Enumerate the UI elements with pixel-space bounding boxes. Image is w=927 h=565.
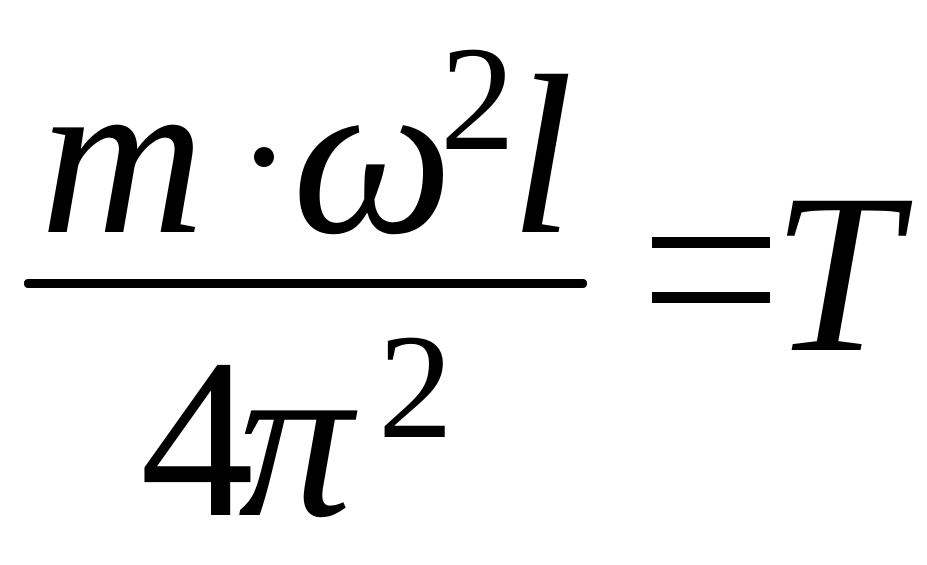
mass-symbol: m <box>40 30 205 282</box>
equals-sign-bottom-bar <box>652 292 770 303</box>
tension-symbol: T <box>772 148 899 400</box>
equals-sign-top-bar <box>652 237 770 248</box>
pi-exponent: 2 <box>378 304 453 470</box>
fraction-bar <box>24 279 587 288</box>
omega-exponent: 2 <box>440 16 515 182</box>
length-symbol: l <box>510 30 574 282</box>
omega-symbol: ω <box>292 30 453 282</box>
pi-symbol: π <box>238 313 353 565</box>
multiplication-dot <box>254 147 274 167</box>
denominator-coefficient: 4 <box>140 313 254 565</box>
equation: m ω 2 l 4 π 2 T <box>24 16 899 553</box>
